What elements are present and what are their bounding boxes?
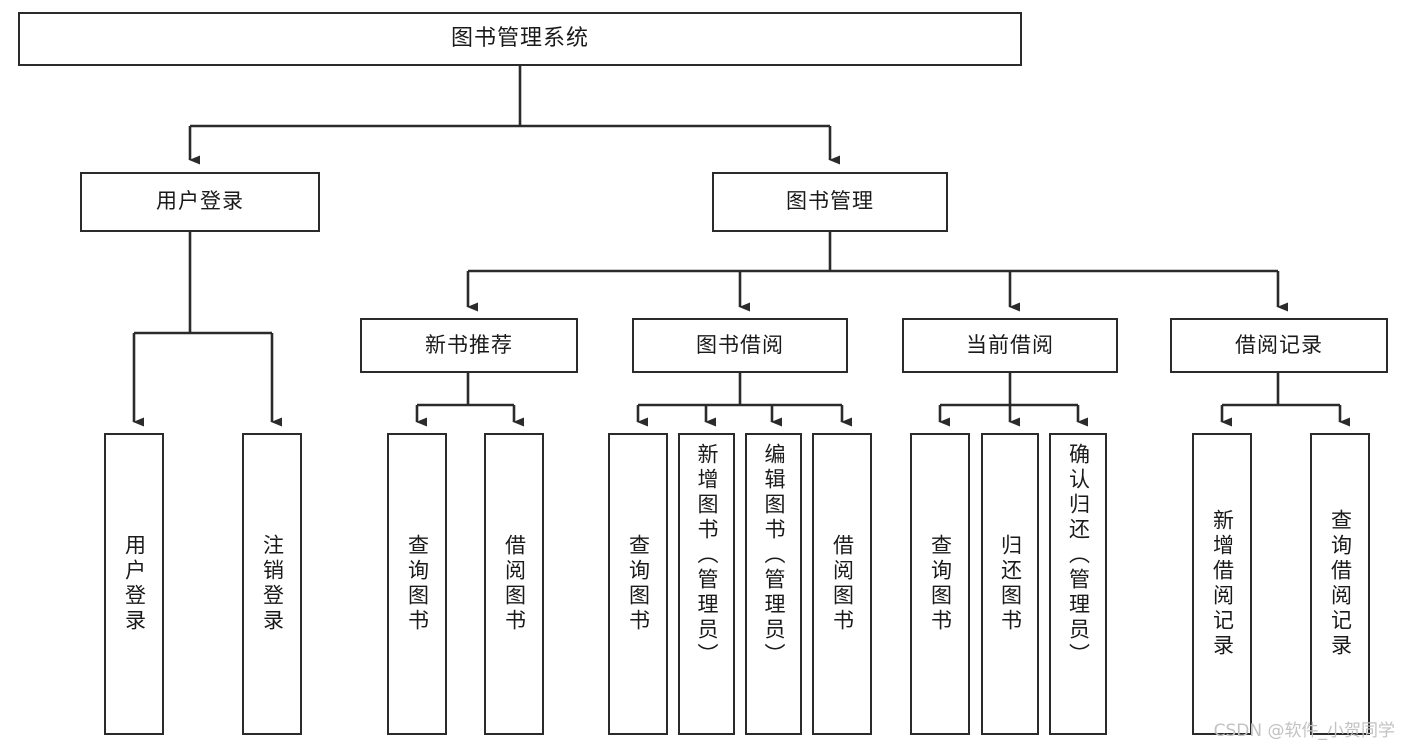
- node-leaf-confirm-return-admin[interactable]: 确认归还（管理员）: [1049, 433, 1107, 735]
- node-label: 查询图书: [626, 534, 651, 634]
- node-leaf-edit-book-admin[interactable]: 编辑图书（管理员）: [745, 433, 802, 735]
- node-label: 用户登录: [156, 189, 244, 214]
- node-label: 查询图书: [405, 534, 430, 634]
- node-book-management[interactable]: 图书管理: [712, 172, 948, 232]
- node-leaf-user-login[interactable]: 用户登录: [104, 433, 164, 735]
- node-label: 新增借阅记录: [1210, 509, 1235, 659]
- node-new-book-recommend[interactable]: 新书推荐: [360, 318, 578, 373]
- node-label: 查询借阅记录: [1328, 509, 1353, 659]
- node-leaf-borrow-book[interactable]: 借阅图书: [812, 433, 872, 735]
- node-label: 新增图书（管理员）: [695, 443, 719, 668]
- node-leaf-query-borrow-record[interactable]: 查询借阅记录: [1310, 433, 1370, 735]
- node-leaf-borrow-query-book[interactable]: 查询图书: [608, 433, 668, 735]
- node-leaf-return-book[interactable]: 归还图书: [981, 433, 1039, 735]
- node-leaf-new-book-query[interactable]: 查询图书: [387, 433, 447, 735]
- node-label: 注销登录: [260, 534, 285, 634]
- node-label: 借阅图书: [830, 534, 855, 634]
- csdn-watermark: CSDN @软件_小贺同学: [1213, 721, 1395, 741]
- node-label: 编辑图书（管理员）: [762, 443, 786, 668]
- node-leaf-logout[interactable]: 注销登录: [242, 433, 302, 735]
- node-label: 确认归还（管理员）: [1066, 443, 1091, 668]
- node-book-borrow[interactable]: 图书借阅: [632, 318, 848, 373]
- node-label: 图书借阅: [696, 332, 784, 357]
- node-leaf-add-book-admin[interactable]: 新增图书（管理员）: [678, 433, 735, 735]
- node-current-borrow[interactable]: 当前借阅: [902, 318, 1118, 373]
- node-leaf-new-book-borrow[interactable]: 借阅图书: [484, 433, 544, 735]
- node-root-book-management-system[interactable]: 图书管理系统: [18, 12, 1022, 66]
- node-label: 当前借阅: [966, 332, 1054, 357]
- node-label: 借阅记录: [1235, 332, 1323, 357]
- node-user-login[interactable]: 用户登录: [80, 172, 320, 232]
- node-label: 新书推荐: [425, 332, 513, 357]
- node-label: 图书管理: [786, 189, 874, 214]
- node-leaf-add-borrow-record[interactable]: 新增借阅记录: [1192, 433, 1252, 735]
- node-borrow-record[interactable]: 借阅记录: [1170, 318, 1388, 373]
- node-label: 图书管理系统: [450, 25, 589, 51]
- node-leaf-current-query-book[interactable]: 查询图书: [910, 433, 970, 735]
- node-label: 归还图书: [998, 534, 1023, 634]
- node-label: 用户登录: [122, 534, 147, 634]
- node-label: 查询图书: [928, 534, 953, 634]
- node-label: 借阅图书: [502, 534, 527, 634]
